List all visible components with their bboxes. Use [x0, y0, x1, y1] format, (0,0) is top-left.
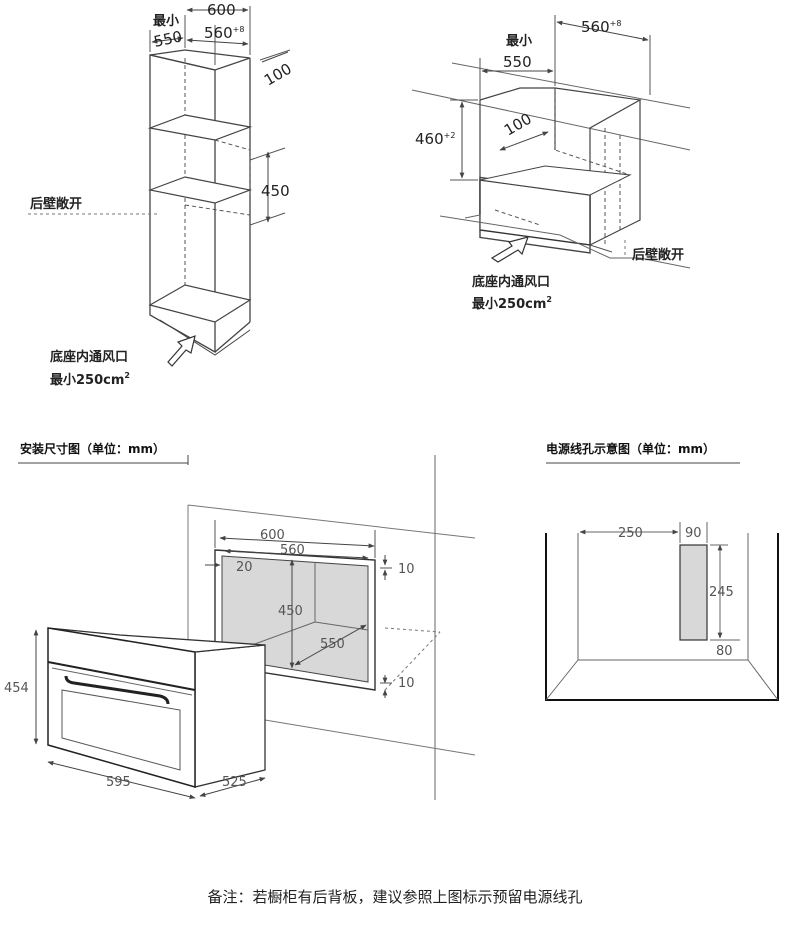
shelf-upper [147, 114, 253, 141]
cabinet-outline [545, 533, 779, 701]
install-height-450: 450 [278, 604, 303, 619]
tall-cabinet-figure [28, 6, 291, 367]
tall-min-label: 最小 [153, 14, 179, 29]
under-base-vent-area: 最小250cm2 [472, 295, 552, 312]
power-cord-hole [679, 544, 708, 641]
install-width-595: 595 [106, 775, 131, 790]
under-width-560: 560+8 [581, 18, 621, 36]
under-width-550: 550 [503, 53, 532, 71]
under-min-label: 最小 [506, 34, 532, 49]
power-hole-title: 电源线孔示意图（单位：mm） [546, 441, 715, 456]
tall-height-450: 450 [261, 182, 290, 200]
power-hole-figure [545, 522, 779, 701]
install-title: 安装尺寸图（单位：mm） [20, 441, 165, 456]
vent-arrow-icon [167, 335, 196, 367]
oven-side [194, 644, 266, 788]
install-margin-20: 20 [236, 560, 253, 575]
tall-width-600: 600 [207, 1, 236, 19]
tall-width-550: 550 [152, 27, 184, 51]
under-vent-arrow-icon [490, 236, 529, 263]
under-counter-figure [411, 15, 691, 269]
install-depth-525: 525 [222, 775, 247, 790]
tall-base-vent-label: 底座内通风口 [50, 349, 128, 365]
power-hole-offset-250: 250 [618, 526, 643, 541]
install-figure [33, 455, 476, 800]
install-width-600: 600 [260, 528, 285, 543]
power-hole-width-90: 90 [685, 526, 702, 541]
footnote: 备注：若橱柜有后背板，建议参照上图标示预留电源线孔 [207, 888, 582, 906]
install-margin-10-top: 10 [398, 562, 415, 577]
install-depth-550: 550 [320, 637, 345, 652]
install-width-560: 560 [280, 543, 305, 558]
tall-rear-open-label: 后壁敞开 [30, 196, 82, 212]
under-depth-100: 100 [501, 110, 535, 140]
tall-base-vent-area: 最小250cm2 [50, 371, 130, 388]
install-margin-10-bottom: 10 [398, 676, 415, 691]
tall-cabinet-top [149, 49, 251, 71]
under-height-460: 460+2 [415, 130, 455, 148]
under-base-vent-label: 底座内通风口 [472, 274, 550, 290]
install-height-454: 454 [4, 681, 29, 696]
power-hole-height-245: 245 [709, 585, 734, 600]
oven-handle [64, 675, 170, 705]
power-hole-bottom-80: 80 [716, 644, 733, 659]
tall-depth-100: 100 [261, 60, 295, 90]
under-rear-open-label: 后壁敞开 [632, 247, 684, 263]
shelf-lower [147, 176, 253, 204]
tall-width-560: 560+8 [204, 24, 244, 42]
